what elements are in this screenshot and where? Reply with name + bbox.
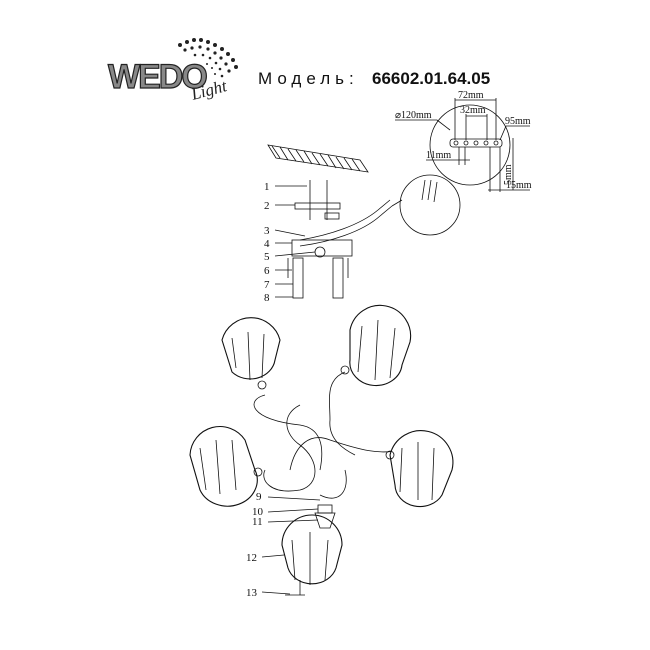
lamp-shade <box>281 514 343 585</box>
part-number: 1 <box>264 181 270 193</box>
part-number: 2 <box>264 200 270 212</box>
chandelier-arms <box>253 371 401 499</box>
bracket-part-numbers: 1 2 3 4 5 6 7 8 <box>264 181 270 304</box>
lamp-shade <box>221 317 281 390</box>
part-number: 11 <box>252 516 263 528</box>
part-number: 10 <box>252 506 264 518</box>
dim-11mm: 11mm <box>426 150 451 161</box>
chandelier-part-numbers: 9 10 11 12 13 <box>246 491 264 599</box>
wedo-logo: WEDO Light <box>107 38 238 104</box>
part-number: 4 <box>264 238 270 250</box>
dim-5mm: 5mm <box>503 164 514 185</box>
part-number: 7 <box>264 279 270 291</box>
lamp-bulb-hook <box>285 580 305 596</box>
logo-dots <box>178 38 238 78</box>
logo-brand: WEDO <box>108 58 207 96</box>
model-number: 66602.01.64.05 <box>372 69 490 88</box>
part-number: 5 <box>264 251 270 263</box>
part-number: 3 <box>264 225 270 237</box>
lamp-shade <box>189 426 263 507</box>
mounting-plate-detail: 72mm 32mm ⌀120mm 95mm 11mm 5mm 15mm <box>395 90 532 192</box>
part-number: 13 <box>246 587 258 599</box>
bracket-assembly <box>287 174 461 299</box>
model-label: Модель: <box>258 69 359 88</box>
ceiling-hatch <box>267 144 369 173</box>
lamp-shade <box>385 430 454 508</box>
dim-15mm: 15mm <box>506 180 532 191</box>
chandelier-leaders <box>261 496 321 595</box>
part-number: 6 <box>264 265 270 277</box>
lamp-shade <box>340 304 412 387</box>
part-number: 12 <box>246 552 257 564</box>
bracket-leaders <box>274 185 316 298</box>
dim-diameter: ⌀120mm <box>395 110 432 121</box>
part-number: 9 <box>256 491 262 503</box>
dim-72mm: 72mm <box>458 90 484 101</box>
lamp-shades <box>189 304 454 596</box>
part-number: 8 <box>264 292 270 304</box>
dim-95mm: 95mm <box>505 116 531 127</box>
dim-32mm: 32mm <box>460 105 486 116</box>
